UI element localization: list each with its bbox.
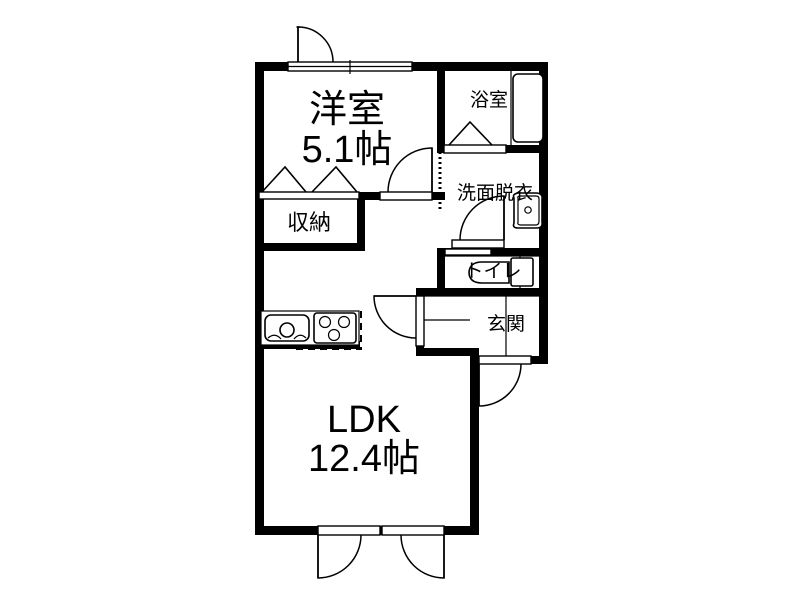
bathtub	[512, 73, 544, 143]
hall-door[interactable]	[373, 295, 425, 347]
washbasin	[512, 192, 543, 229]
label-ldk-size: 12.4帖	[308, 438, 420, 480]
wall-east-upper	[539, 62, 548, 352]
bedroom-door[interactable]	[379, 147, 433, 201]
label-closet-name: 収納	[287, 210, 331, 235]
wall-hall-bottom	[416, 348, 479, 356]
wall-toilet-entrance	[416, 288, 548, 296]
entrance-door[interactable]	[478, 355, 532, 407]
wall-hall-east	[470, 356, 479, 396]
wall-east-nub	[539, 62, 548, 71]
label-ldk-name: LDK	[327, 399, 401, 441]
label-washroom-name: 洗面脱衣	[457, 182, 533, 204]
wall-toilet-west	[437, 248, 445, 296]
room-labels: 洋室 5.1帖 収納 LDK 12.4帖 浴室 洗面脱衣 トイレ 玄関	[287, 89, 533, 480]
wall-bedroom-utility	[437, 62, 445, 152]
kitchen-dashed-outline	[292, 311, 362, 350]
label-entrance-name: 玄関	[487, 313, 525, 335]
bedroom-window[interactable]	[287, 60, 413, 74]
ldk-doors[interactable]	[317, 525, 445, 579]
toilet-bowl	[468, 257, 534, 287]
closet-doors[interactable]	[258, 165, 360, 200]
label-washitsu-name: 洋室	[309, 89, 385, 131]
bathroom-door[interactable]	[443, 120, 507, 154]
wall-entrance-east	[539, 288, 548, 364]
label-bathroom-name: 浴室	[470, 89, 508, 111]
kitchen-stove	[313, 312, 357, 344]
washroom-door[interactable]	[451, 195, 505, 249]
label-toilet-name: トイレ	[464, 261, 521, 282]
kitchen-sink	[264, 314, 310, 342]
wall-east-ldk	[470, 352, 479, 535]
wall-washroom-toilet	[437, 248, 548, 256]
label-washitsu-size: 5.1帖	[302, 129, 393, 171]
kitchen-counter	[260, 310, 362, 350]
wall-west	[255, 62, 264, 535]
toilet-door[interactable]	[444, 248, 492, 256]
wall-closet-bottom	[255, 243, 365, 251]
bedroom-entry-door-swing[interactable]	[296, 26, 334, 63]
wall-closet-east	[357, 192, 365, 251]
